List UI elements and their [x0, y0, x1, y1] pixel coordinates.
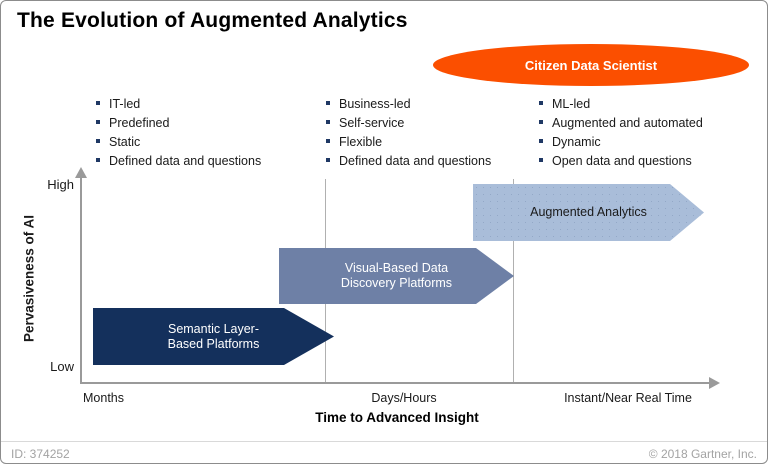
- footer-id: ID: 374252: [11, 447, 70, 461]
- bullet-square-icon: [326, 101, 330, 105]
- arrow-augmented-analytics: Augmented Analytics: [473, 184, 704, 241]
- y-axis-arrowhead-icon: [75, 167, 87, 178]
- bullet-list-ml-led: ML-led Augmented and automated Dynamic O…: [539, 97, 703, 173]
- bullet-item: Business-led: [326, 97, 491, 116]
- y-tick-high: High: [47, 177, 74, 192]
- bullet-text: Self-service: [339, 116, 405, 130]
- bullet-item: Predefined: [96, 116, 261, 135]
- bullet-square-icon: [539, 120, 543, 124]
- x-axis-line: [80, 382, 712, 384]
- bullet-item: Augmented and automated: [539, 116, 703, 135]
- arrow-semantic-layer-platforms: Semantic Layer- Based Platforms: [93, 308, 334, 365]
- bullet-item: Dynamic: [539, 135, 703, 154]
- x-tick-instant-near-real-time: Instant/Near Real Time: [564, 391, 692, 405]
- y-axis-line: [80, 177, 82, 384]
- bullet-list-it-led: IT-led Predefined Static Defined data an…: [96, 97, 261, 173]
- bullet-item: Static: [96, 135, 261, 154]
- bullet-text: Flexible: [339, 135, 383, 149]
- bullet-list-business-led: Business-led Self-service Flexible Defin…: [326, 97, 491, 173]
- bullet-square-icon: [96, 158, 100, 162]
- x-tick-months: Months: [83, 391, 124, 405]
- bullet-square-icon: [539, 158, 543, 162]
- gridline-instant: [513, 179, 514, 383]
- bullet-text: ML-led: [552, 97, 591, 111]
- bullet-item: Open data and questions: [539, 154, 703, 173]
- bullet-square-icon: [539, 101, 543, 105]
- citizen-data-scientist-badge: Citizen Data Scientist: [433, 44, 749, 86]
- bullet-square-icon: [326, 139, 330, 143]
- y-tick-low: Low: [50, 359, 74, 374]
- arrow-visual-based-data-discovery: Visual-Based Data Discovery Platforms: [279, 248, 514, 304]
- badge-label: Citizen Data Scientist: [524, 57, 658, 73]
- bullet-item: Self-service: [326, 116, 491, 135]
- bullet-square-icon: [96, 139, 100, 143]
- bullet-square-icon: [96, 120, 100, 124]
- bullet-text: Defined data and questions: [339, 154, 492, 168]
- figure-title: The Evolution of Augmented Analytics: [17, 9, 408, 32]
- bullet-text: Open data and questions: [552, 154, 692, 168]
- x-tick-days-hours: Days/Hours: [371, 391, 437, 405]
- footer-copyright: © 2018 Gartner, Inc.: [648, 447, 757, 461]
- bullet-text: Business-led: [339, 97, 411, 111]
- bullet-square-icon: [96, 101, 100, 105]
- bullet-text: Augmented and automated: [552, 116, 703, 130]
- y-axis-label: Pervasiveness of AI: [21, 214, 37, 343]
- bullet-item: Defined data and questions: [96, 154, 261, 173]
- bullet-square-icon: [326, 158, 330, 162]
- bullet-text: Predefined: [109, 116, 170, 130]
- bullet-text: IT-led: [109, 97, 141, 111]
- bullet-text: Static: [109, 135, 141, 149]
- bullet-text: Defined data and questions: [109, 154, 262, 168]
- bullet-text: Dynamic: [552, 135, 601, 149]
- x-axis-arrowhead-icon: [709, 377, 720, 389]
- bullet-item: Flexible: [326, 135, 491, 154]
- bullet-square-icon: [539, 139, 543, 143]
- bullet-item: IT-led: [96, 97, 261, 116]
- x-axis-label: Time to Advanced Insight: [315, 410, 479, 425]
- bullet-item: ML-led: [539, 97, 703, 116]
- bullet-item: Defined data and questions: [326, 154, 491, 173]
- footer-divider: [1, 441, 767, 442]
- bullet-square-icon: [326, 120, 330, 124]
